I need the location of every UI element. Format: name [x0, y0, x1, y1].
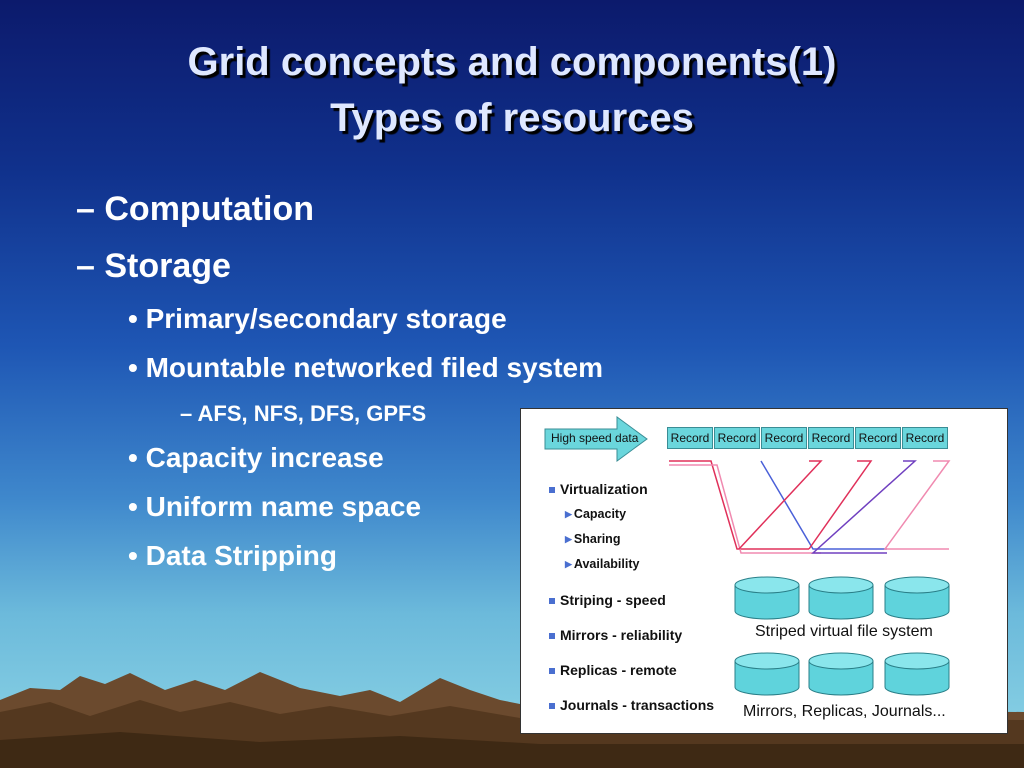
stripe-line — [669, 460, 809, 550]
triangle-bullet-icon: ▶ — [565, 559, 572, 570]
slide-title-line1: Grid concepts and components(1) — [187, 40, 837, 84]
triangle-bullet-icon: ▶ — [565, 509, 572, 520]
disk-icon — [884, 576, 950, 620]
bullet-text: Capacity increase — [145, 442, 384, 473]
feature-virtualization: Virtualization — [549, 481, 648, 497]
bullet-text: Storage — [104, 247, 231, 285]
bullet-computation: – Computation — [76, 190, 314, 229]
record-box: Record — [902, 427, 948, 449]
dot-marker: • — [128, 540, 138, 571]
feature-capacity: ▶Capacity — [565, 507, 627, 521]
bullet-text: Data Stripping — [145, 540, 337, 571]
stripe-line — [738, 460, 823, 550]
stripe-line — [883, 460, 951, 550]
dot-marker: • — [128, 303, 138, 334]
bullet-text: AFS, NFS, DFS, GPFS — [197, 401, 427, 426]
feature-mirrors: Mirrors - reliability — [549, 627, 682, 643]
stripe-line — [760, 460, 887, 550]
bullet-primary-secondary: • Primary/secondary storage — [128, 303, 507, 335]
record-box: Record — [808, 427, 854, 449]
disk-icon — [808, 652, 874, 696]
disk-icon — [884, 652, 950, 696]
bullet-stripping: • Data Stripping — [128, 540, 337, 572]
disk-icon — [808, 576, 874, 620]
bullet-afs: – AFS, NFS, DFS, GPFS — [180, 401, 426, 427]
feature-journals: Journals - transactions — [549, 697, 714, 713]
high-speed-arrow — [544, 416, 648, 462]
square-bullet-icon — [549, 633, 555, 640]
triangle-bullet-icon: ▶ — [565, 534, 572, 545]
storage-diagram: High speed data Record Record Record Rec… — [520, 408, 1008, 734]
bullet-text: Uniform name space — [145, 491, 422, 522]
dash-marker: – — [180, 401, 193, 426]
feature-availability: ▶Availability — [565, 557, 640, 571]
feature-replicas: Replicas - remote — [549, 662, 677, 678]
record-box: Record — [855, 427, 901, 449]
feature-sharing: ▶Sharing — [565, 532, 621, 546]
arrow-label: High speed data — [551, 431, 639, 445]
record-box: Record — [714, 427, 760, 449]
bullet-text: Computation — [104, 190, 315, 228]
stripe-line — [811, 460, 917, 554]
stripe-line — [669, 464, 821, 554]
bullet-capacity: • Capacity increase — [128, 442, 384, 474]
bullet-text: Primary/secondary storage — [145, 303, 507, 334]
bullet-uniform: • Uniform name space — [128, 491, 421, 523]
square-bullet-icon — [549, 668, 555, 675]
mirrors-caption: Mirrors, Replicas, Journals... — [743, 703, 946, 720]
diagram-graphics — [544, 416, 951, 696]
stripe-line — [808, 460, 873, 550]
bullet-mountable: • Mountable networked filed system — [128, 352, 603, 384]
disk-icon — [734, 652, 800, 696]
square-bullet-icon — [549, 487, 555, 494]
dot-marker: • — [128, 352, 138, 383]
feature-striping: Striping - speed — [549, 592, 666, 608]
slide-title-line2: Types of resources — [330, 96, 694, 140]
dash-marker: – — [76, 190, 95, 228]
square-bullet-icon — [549, 598, 555, 605]
disk-icon — [734, 576, 800, 620]
dot-marker: • — [128, 442, 138, 473]
dot-marker: • — [128, 491, 138, 522]
record-box: Record — [761, 427, 807, 449]
striped-caption: Striped virtual file system — [755, 623, 933, 640]
bullet-storage: – Storage — [76, 247, 231, 286]
bullet-text: Mountable networked filed system — [145, 352, 604, 383]
dash-marker: – — [76, 247, 95, 285]
record-box: Record — [667, 427, 713, 449]
square-bullet-icon — [549, 703, 555, 710]
